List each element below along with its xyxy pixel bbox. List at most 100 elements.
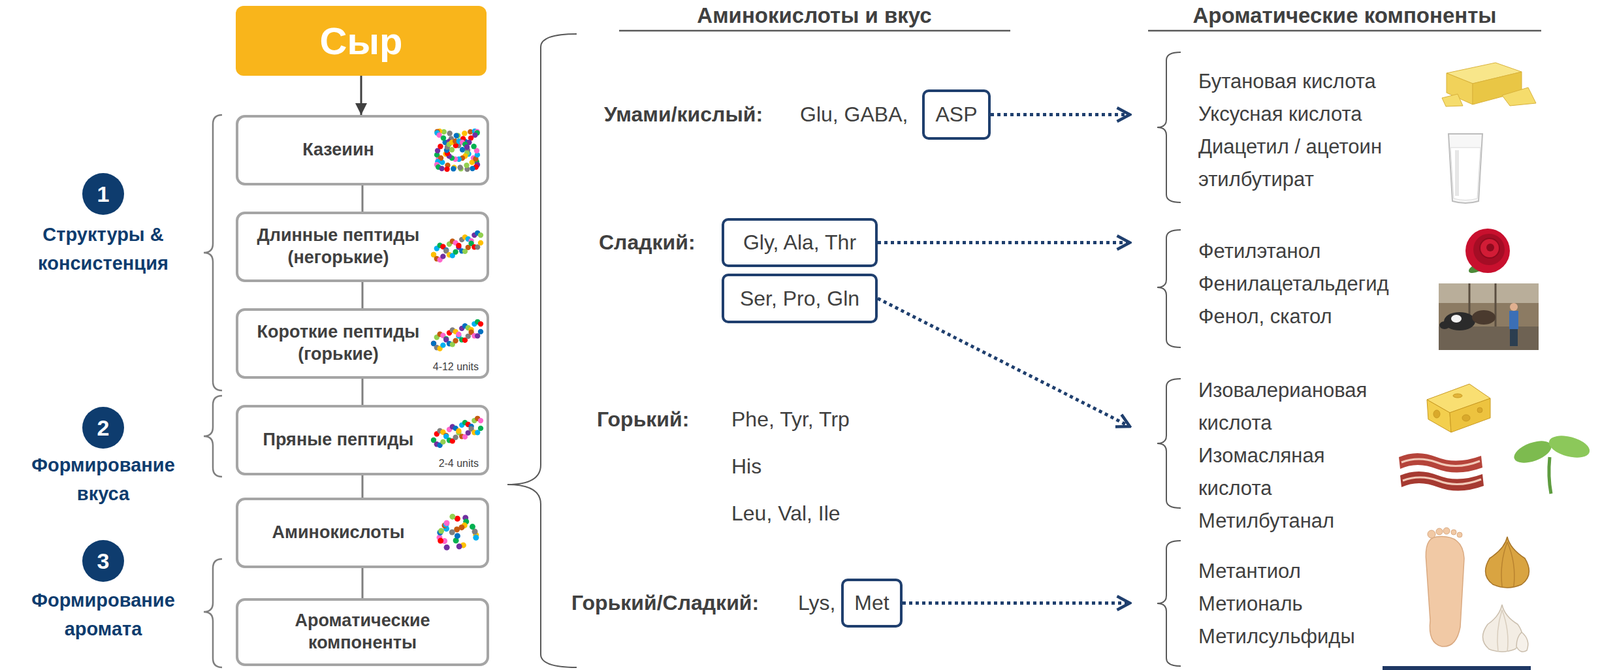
connector-line (361, 568, 364, 599)
cowshed-photo (1509, 329, 1518, 347)
peptide-icon (440, 342, 446, 348)
cowshed-photo (1509, 310, 1519, 330)
peptide-icon (455, 331, 462, 337)
connector-line (361, 185, 364, 212)
column-header: Ароматические компоненты (1192, 3, 1497, 29)
dotted-arrow (990, 112, 1130, 117)
swiss-cheese-picture (1453, 393, 1463, 398)
cowshed-photo (1472, 310, 1496, 325)
peptide-icon (478, 321, 484, 327)
amino-list: Phe, Tyr, Trp (731, 407, 850, 432)
foot-picture (1425, 536, 1465, 648)
unit-note: 2-4 units (438, 457, 479, 470)
swiss-cheese-picture (1449, 398, 1491, 433)
stage-box: Ароматические компоненты (235, 598, 490, 667)
peptide-icon (450, 165, 456, 172)
cowshed-photo (1438, 283, 1539, 351)
node-text: Казеиин (247, 139, 430, 162)
step-caption: Формирование аромата (11, 585, 195, 644)
node-text: Аминокислоты (247, 521, 430, 544)
peptide-icon (452, 434, 458, 441)
peptide-icon (449, 528, 456, 535)
stage-box: Аминокислоты (235, 497, 490, 569)
group-bracket (203, 395, 223, 477)
sprout-picture (1511, 436, 1555, 468)
peptide-icon (431, 416, 484, 448)
node-text: Метилбутанал (1198, 504, 1382, 538)
step-caption: Формирование вкуса (11, 450, 195, 509)
peptide-icon (478, 329, 484, 335)
node-text: Изовалериановая кислота (1198, 374, 1382, 440)
big-bracket (507, 33, 577, 668)
aroma-bracket (1157, 229, 1181, 348)
foot-picture (1427, 530, 1436, 539)
foot-picture (1451, 529, 1457, 535)
taste-label: Горький: (596, 407, 689, 432)
connector-line (361, 282, 364, 309)
milk-glass-picture (1455, 150, 1459, 196)
peptide-icon (431, 230, 484, 263)
aroma-group: Бутановая кислотаУксусная кислотаДиацети… (1129, 65, 1434, 196)
onion-picture (1501, 542, 1515, 587)
peptide-icon (438, 165, 445, 172)
header-underline (619, 30, 1011, 32)
node-text: Пряные пептиды (247, 429, 430, 452)
node-text: Уксусная кислота (1198, 97, 1434, 131)
bacon-picture (1402, 477, 1482, 485)
sprout-picture (1546, 431, 1593, 462)
peptide-icon (458, 524, 465, 531)
node-text: Фетилэтанол (1198, 235, 1434, 268)
peptide-icon (455, 242, 462, 249)
header-underline (1148, 30, 1542, 32)
bacon-picture (1398, 453, 1484, 492)
step-circle (82, 173, 125, 215)
taste-label: Умами/кислый: (604, 102, 763, 127)
node-text: Ароматические компоненты (247, 609, 478, 655)
node-text: Длинные пептиды (негорькие) (247, 224, 430, 270)
butter-picture (1441, 62, 1536, 107)
peptide-icon (446, 130, 452, 136)
swiss-cheese-picture (1477, 407, 1483, 413)
cowshed-photo (1438, 283, 1539, 304)
aroma-group: Изовалериановая кислотаИзомасляная кисло… (1129, 374, 1382, 538)
rose-picture (1486, 243, 1495, 252)
peptide-icon (478, 417, 484, 424)
peptide-icon (431, 128, 484, 551)
peptide-icon (472, 534, 479, 541)
step-circle (82, 540, 125, 582)
peptide-icon (478, 425, 484, 432)
peptide-icon (434, 128, 480, 172)
bacon-picture (1401, 459, 1480, 467)
butter-picture (1502, 87, 1536, 106)
aroma-group: ФетилэтанолФенилацетальдегидФенол, скато… (1129, 235, 1434, 334)
peptide-icon (464, 144, 470, 150)
peptide-icon (438, 527, 445, 534)
aroma-group: МетантиолМетиональМетилсульфиды (1129, 555, 1434, 654)
peptide-icon (469, 165, 475, 172)
rose-picture (1479, 238, 1500, 258)
amino-box: Gly, Ala, Thr (721, 218, 878, 268)
connector-line (361, 378, 364, 405)
foot-picture (1443, 527, 1450, 535)
amino-list: His (731, 454, 762, 479)
header-underline (619, 30, 1542, 32)
dotted-arrow (877, 298, 1130, 427)
stage-box: Длинные пептиды (негорькие) (235, 211, 490, 283)
amino-box: Ser, Pro, Gln (721, 273, 878, 324)
onion-picture (1485, 536, 1530, 588)
group-bracket (203, 114, 223, 391)
rose-picture (1465, 228, 1510, 273)
aroma-bracket (1157, 378, 1181, 509)
milk-glass-picture (1448, 133, 1483, 204)
node-text: Фенол, скатол (1198, 300, 1434, 334)
node-text: Ser, Pro, Gln (739, 286, 860, 311)
connector-group (361, 75, 1130, 604)
garlic-picture (1482, 604, 1528, 652)
rose-picture (1465, 228, 1510, 275)
node-text: Met (854, 591, 889, 616)
bacon-picture (1400, 471, 1484, 492)
node-text: Бутановая кислота (1198, 65, 1434, 98)
